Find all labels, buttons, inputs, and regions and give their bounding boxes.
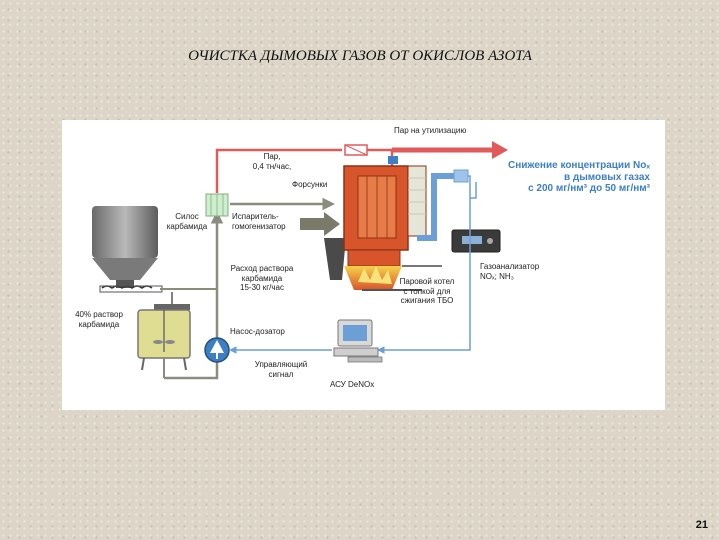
computer-icon	[333, 319, 383, 363]
flue-duct	[417, 169, 469, 241]
process-diagram	[92, 141, 508, 380]
nozzles-label: Форсунки	[292, 180, 328, 189]
steam-line	[215, 141, 508, 193]
gas-analyzer-icon	[451, 229, 501, 253]
urea-solution-label: 40% раствор карбамида	[75, 310, 123, 329]
boiler-icon	[343, 165, 442, 291]
control-signal-label: Управляющий сигнал	[254, 360, 308, 379]
steam-utilization-label: Пар на утилизацию	[394, 126, 467, 135]
urea-silo-label: Силос карбамида	[166, 212, 208, 231]
page-number: 21	[695, 519, 708, 531]
evaporator-label: Испаритель- гомогенизатор	[232, 212, 286, 231]
steam-out-arrow	[492, 141, 508, 159]
urea-flow-label: Расход раствора карбамида 15-30 кг/час	[230, 264, 294, 292]
feed-hopper-icon	[324, 238, 346, 280]
boiler-label: Паровой котел с топкой для сжигания ТБО	[399, 277, 455, 305]
signal-lines	[229, 175, 477, 354]
slide-title: ОЧИСТКА ДЫМОВЫХ ГАЗОВ ОТ ОКИСЛОВ АЗОТА	[188, 48, 532, 64]
steam-rate-label: Пар, 0,4 тн/час,	[252, 152, 292, 171]
evaporator-icon	[205, 193, 229, 217]
diagram-panel: Пар на утилизацию Пар, 0,4 тн/час, Форсу…	[62, 120, 665, 410]
dosing-pump-label: Насос-дозатор	[230, 327, 285, 336]
gas-analyzer-label: Газоанализатор NOₓ; NH₃	[480, 262, 540, 281]
steam-drum-icon	[388, 156, 398, 164]
pump-icon	[204, 337, 230, 363]
reduction-label: Снижение концентрации Noₓ в дымовых газа…	[507, 160, 650, 194]
mixing-tank-icon	[137, 292, 191, 378]
urea-silo-icon	[92, 206, 163, 293]
solution-line	[164, 211, 224, 380]
feed-arrow-icon	[300, 212, 340, 236]
acs-label: АСУ DeNOx	[330, 380, 375, 389]
